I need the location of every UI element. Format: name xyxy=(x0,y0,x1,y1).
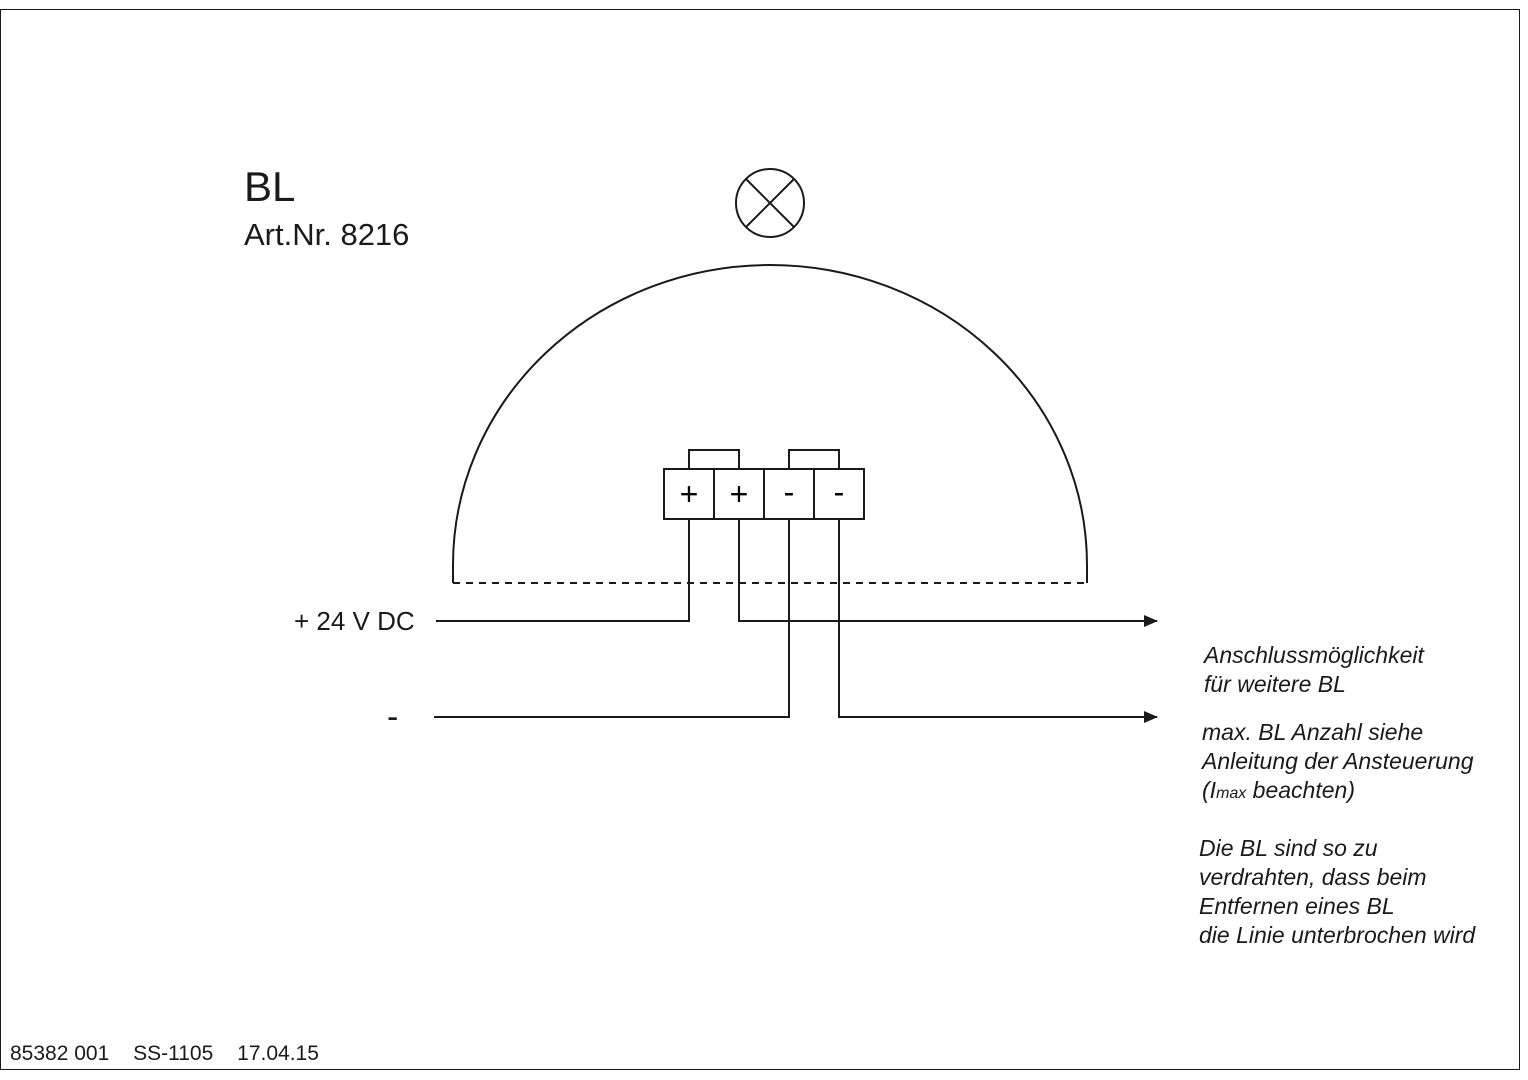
connection-note: Anschlussmöglichkeit für weitere BL xyxy=(1204,641,1424,699)
imax-suffix: beachten) xyxy=(1246,777,1355,803)
connection-note-line: Anschlussmöglichkeit xyxy=(1204,642,1424,668)
imax-subscript: max xyxy=(1216,785,1247,802)
positive-supply-label: + 24 V DC xyxy=(294,606,415,636)
terminal-block: + + - - xyxy=(663,468,865,520)
doc-date: 17.04.15 xyxy=(237,1042,319,1065)
max-count-note-line: (Imax beachten) xyxy=(1202,776,1474,808)
wiring-note-line: verdrahten, dass beim xyxy=(1199,864,1427,890)
terminal-1-label: + xyxy=(680,476,699,512)
max-count-note-line: max. BL Anzahl siehe xyxy=(1202,719,1424,745)
connection-note-line: für weitere BL xyxy=(1204,671,1346,697)
wire-positive-in xyxy=(436,519,690,622)
wire-negative-in xyxy=(434,519,790,718)
wiring-note-line: die Linie unterbrochen wird xyxy=(1199,922,1476,948)
lamp-cross-circle-icon xyxy=(735,168,805,238)
max-count-note-line: Anleitung der Ansteuerung xyxy=(1202,748,1474,774)
terminal-3-label: - xyxy=(784,474,795,510)
doc-number: 85382 001 xyxy=(10,1042,110,1065)
wiring-note: Die BL sind so zu verdrahten, dass beim … xyxy=(1199,834,1475,950)
jumper-positive xyxy=(688,449,740,469)
article-number: Art.Nr. 8216 xyxy=(244,217,410,252)
doc-code: SS-1105 xyxy=(133,1042,214,1065)
wire-negative-out xyxy=(838,519,1158,723)
footer: 85382 001 SS-1105 17.04.15 xyxy=(10,1042,337,1066)
device-title: BL xyxy=(244,163,296,210)
terminal-4-label: - xyxy=(834,474,845,510)
wiring-note-line: Entfernen eines BL xyxy=(1199,893,1395,919)
terminal-2-label: + xyxy=(730,476,749,512)
drawing-frame xyxy=(0,9,1520,1070)
negative-supply-label: - xyxy=(387,698,399,736)
wire-positive-out xyxy=(738,519,1158,627)
imax-prefix: (I xyxy=(1202,777,1217,803)
jumper-negative xyxy=(788,449,840,469)
dome-housing xyxy=(452,264,1088,583)
max-count-note: max. BL Anzahl siehe Anleitung der Anste… xyxy=(1202,718,1474,808)
wiring-note-line: Die BL sind so zu xyxy=(1199,835,1378,861)
